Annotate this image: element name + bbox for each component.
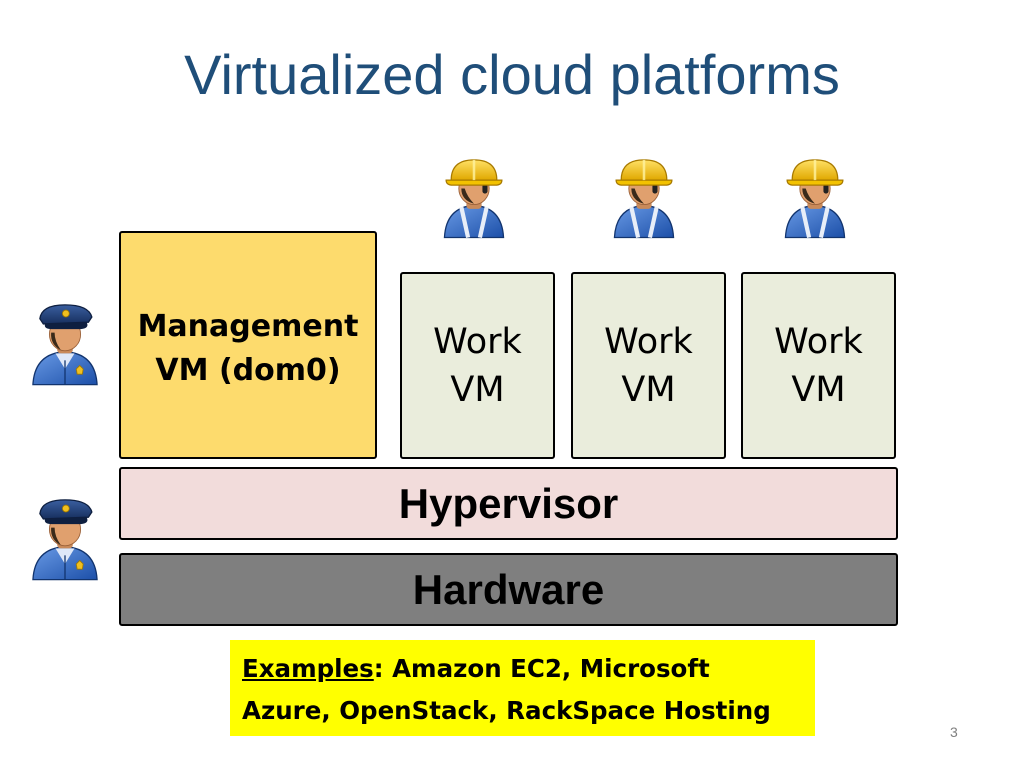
slide-title: Virtualized cloud platforms (184, 43, 840, 106)
construction-worker-icon (777, 147, 853, 247)
construction-worker-icon (606, 147, 682, 247)
work-vm-label-line1: Work (604, 322, 693, 362)
work-vm-label-line2: VM (791, 370, 846, 410)
work-vm-box: Work VM (571, 272, 726, 459)
police-officer-icon (26, 488, 104, 588)
hypervisor-layer: Hypervisor (119, 467, 898, 540)
work-vm-label-line1: Work (774, 322, 863, 362)
management-vm-box: Management VM (dom0) (119, 231, 377, 459)
work-vm-box: Work VM (741, 272, 896, 459)
examples-text: : Amazon EC2, Microsoft Azure, OpenStack… (242, 654, 771, 725)
management-vm-label-line1: Management (137, 309, 359, 344)
management-vm-label-line2: VM (dom0) (155, 353, 341, 388)
examples-label: Examples (242, 654, 374, 683)
work-vm-box: Work VM (400, 272, 555, 459)
hardware-layer: Hardware (119, 553, 898, 626)
work-vm-label-line2: VM (621, 370, 676, 410)
work-vm-label-line1: Work (433, 322, 522, 362)
hardware-label: Hardware (412, 565, 605, 613)
hypervisor-label: Hypervisor (398, 479, 619, 527)
examples-callout: Examples: Amazon EC2, Microsoft Azure, O… (230, 640, 815, 736)
police-officer-icon (26, 293, 104, 393)
page-number: 3 (950, 724, 958, 740)
construction-worker-icon (436, 147, 512, 247)
work-vm-label-line2: VM (450, 370, 505, 410)
